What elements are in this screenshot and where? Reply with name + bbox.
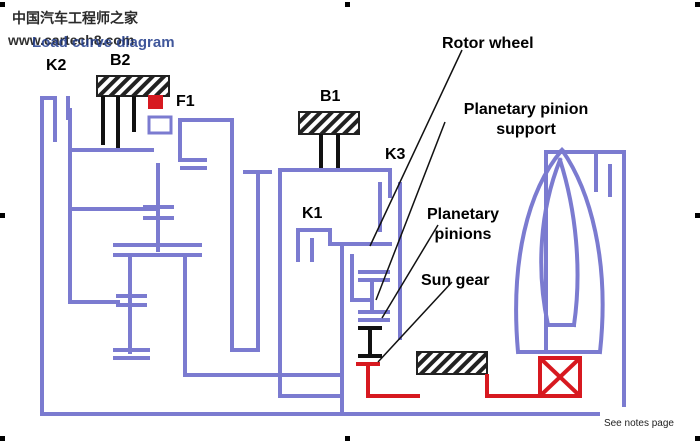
label-f1: F1 [176,93,195,110]
sun-gear [358,326,382,358]
leader-lines [369,49,463,363]
lower-housing [416,351,488,375]
f1-freewheel [148,95,163,109]
watermark-title: 中国汽车工程师之家 [12,10,138,26]
power-flow-path [356,356,582,398]
corner-mark-bottom-right [695,436,700,441]
label-sun-gear: Sun gear [421,272,490,289]
diagram-subtitle: Load curve diagram [32,34,175,51]
b1-brake [319,134,340,168]
shaft-network [40,96,626,416]
label-planetary-pinions: Planetary pinions [426,206,500,243]
corner-mark-top-mid [345,2,350,7]
label-k3: K3 [385,146,406,163]
corner-mark-bottom-mid [345,436,350,441]
label-b1: B1 [320,88,341,105]
corner-mark-top-left [0,2,5,7]
watermark-url: www.cartech8.com [8,32,135,48]
f1-race [147,115,173,135]
label-k2: K2 [46,57,67,74]
corner-mark-mid-right [695,213,700,218]
corner-mark-bottom-left [0,436,5,441]
label-rotor-wheel: Rotor wheel [442,35,534,52]
notes-page-reference: See notes page [603,418,674,429]
b2-brake [101,96,136,150]
b1-housing [298,111,360,135]
corner-mark-top-right [695,2,700,7]
label-planetary-pinion-support: Planetary pinion support [463,101,589,138]
label-b2: B2 [110,52,131,69]
b2-housing [96,75,170,97]
label-k1: K1 [302,205,323,222]
corner-mark-mid-left [0,213,5,218]
